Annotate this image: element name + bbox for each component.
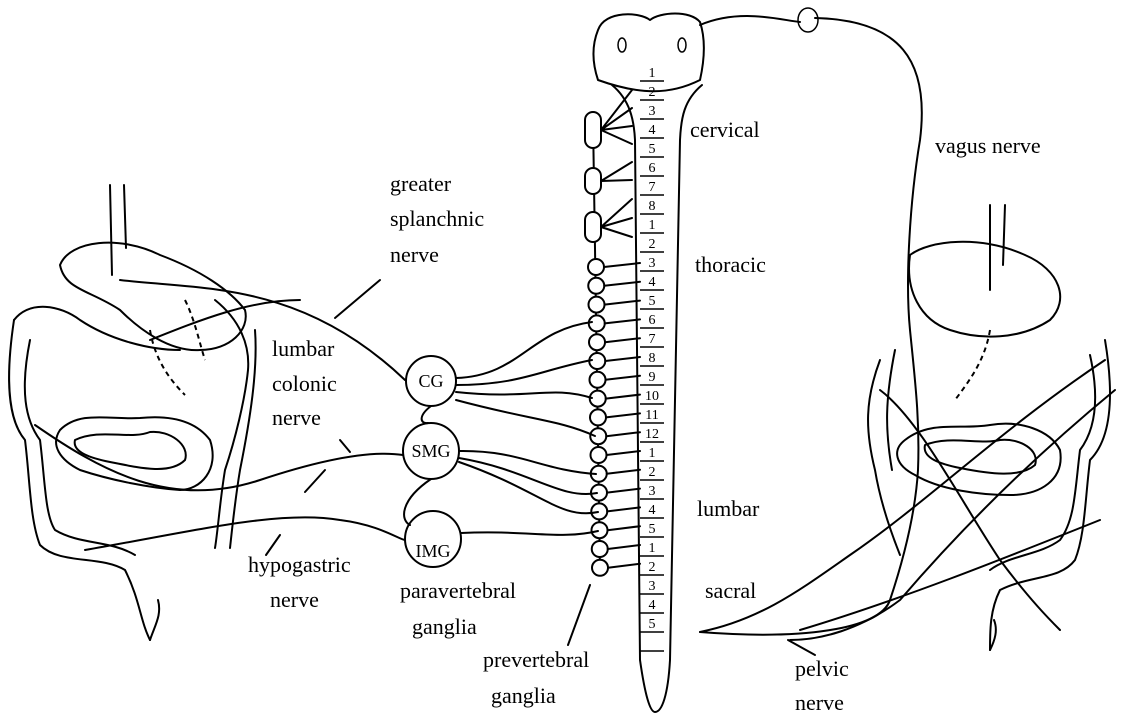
- label-greater-splanchnic-3: nerve: [390, 242, 439, 267]
- segment-t12: 12: [645, 427, 659, 442]
- segment-t8: 8: [649, 351, 656, 366]
- ramus-communicans: [606, 376, 641, 380]
- segment-s5: 5: [649, 617, 656, 632]
- cervical-ganglion-inferior: [585, 212, 601, 242]
- segment-s4: 4: [649, 598, 656, 613]
- ganglion-label-smg: SMG: [411, 441, 450, 461]
- ramus-communicans: [605, 319, 640, 323]
- chain-ganglion: [592, 541, 608, 557]
- label-vagus-nerve: vagus nerve: [935, 133, 1041, 158]
- label-paravertebral-1: paravertebral: [400, 578, 516, 603]
- segment-t2: 2: [649, 237, 656, 252]
- label-lumbar-colonic-3: nerve: [272, 405, 321, 430]
- label-thoracic: thoracic: [695, 252, 766, 277]
- ramus-communicans: [607, 451, 641, 455]
- chain-ganglion: [589, 297, 605, 313]
- segment-c5: 5: [649, 142, 656, 157]
- label-lumbar-colonic-1: lumbar: [272, 336, 335, 361]
- chain-ganglion: [588, 278, 604, 294]
- ramus-communicans: [605, 338, 640, 342]
- label-sacral: sacral: [705, 578, 756, 603]
- label-lumbar-colonic-2: colonic: [272, 371, 337, 396]
- chain-ganglion: [591, 447, 607, 463]
- label-prevertebral-1: prevertebral: [483, 647, 589, 672]
- segment-t3: 3: [649, 256, 656, 271]
- segment-l3: 3: [649, 484, 656, 499]
- ramus-communicans: [607, 507, 640, 511]
- ramus-communicans: [605, 357, 640, 361]
- chain-ganglion: [589, 334, 605, 350]
- label-greater-splanchnic-1: greater: [390, 171, 452, 196]
- chain-ganglion: [588, 259, 604, 275]
- segment-c8: 8: [649, 199, 656, 214]
- label-pelvic-2: nerve: [795, 690, 844, 715]
- segment-numbers: 1 2 3 4 5 6 7 8 1 2 3 4 5 6 7 8 9 10 11 …: [645, 66, 659, 632]
- segment-t1: 1: [649, 218, 656, 233]
- ramus-communicans: [606, 413, 640, 417]
- label-lumbar: lumbar: [697, 496, 760, 521]
- ramus-communicans: [604, 263, 640, 267]
- segment-c6: 6: [649, 161, 656, 176]
- segment-t4: 4: [649, 275, 656, 290]
- paravertebral-chain: [585, 90, 640, 576]
- ramus-communicans: [607, 470, 640, 474]
- segment-c4: 4: [649, 123, 656, 138]
- segment-l5: 5: [649, 522, 656, 537]
- ramus-communicans: [608, 526, 641, 530]
- ramus-communicans: [606, 395, 640, 399]
- segment-t7: 7: [649, 332, 656, 347]
- ramus-communicans: [604, 282, 640, 286]
- preganglionic-fibers: [456, 322, 598, 535]
- chain-ganglion: [592, 560, 608, 576]
- segment-t6: 6: [649, 313, 656, 328]
- segment-l4: 4: [649, 503, 656, 518]
- chain-ganglion: [590, 372, 606, 388]
- segment-t10: 10: [645, 389, 659, 404]
- label-pelvic-1: pelvic: [795, 656, 849, 681]
- cervical-ganglion-superior: [585, 112, 601, 148]
- label-hypogastric-1: hypogastric: [248, 552, 351, 577]
- label-hypogastric-2: nerve: [270, 587, 319, 612]
- prevertebral-ganglia: CG SMG IMG: [403, 356, 461, 567]
- nodose-ganglion: [798, 8, 818, 32]
- segment-c1: 1: [649, 66, 656, 81]
- cervical-ganglion-middle: [585, 168, 601, 194]
- segment-l1: 1: [649, 446, 656, 461]
- ganglion-label-img: IMG: [416, 541, 451, 561]
- segment-s3: 3: [649, 579, 656, 594]
- label-prevertebral-2: ganglia: [491, 683, 556, 708]
- chain-ganglion: [591, 503, 607, 519]
- ramus-communicans: [608, 564, 640, 568]
- segment-c3: 3: [649, 104, 656, 119]
- vagus-nerve: [700, 8, 922, 635]
- ramus-communicans: [608, 545, 640, 549]
- ramus-communicans: [606, 432, 640, 436]
- chain-ganglion: [592, 522, 608, 538]
- segment-t5: 5: [649, 294, 656, 309]
- segment-c2: 2: [649, 85, 656, 100]
- segment-s1: 1: [649, 541, 656, 556]
- segment-c7: 7: [649, 180, 656, 195]
- label-paravertebral-2: ganglia: [412, 614, 477, 639]
- segment-t11: 11: [645, 408, 658, 423]
- chain-ganglion: [590, 409, 606, 425]
- chain-ganglion: [589, 315, 605, 331]
- segment-l2: 2: [649, 465, 656, 480]
- label-greater-splanchnic-2: splanchnic: [390, 206, 484, 231]
- segment-t9: 9: [649, 370, 656, 385]
- ganglion-label-cg: CG: [418, 371, 443, 391]
- label-cervical: cervical: [690, 117, 760, 142]
- segment-s2: 2: [649, 560, 656, 575]
- chain-ganglion: [590, 428, 606, 444]
- ramus-communicans: [605, 301, 641, 305]
- ramus-communicans: [607, 489, 640, 493]
